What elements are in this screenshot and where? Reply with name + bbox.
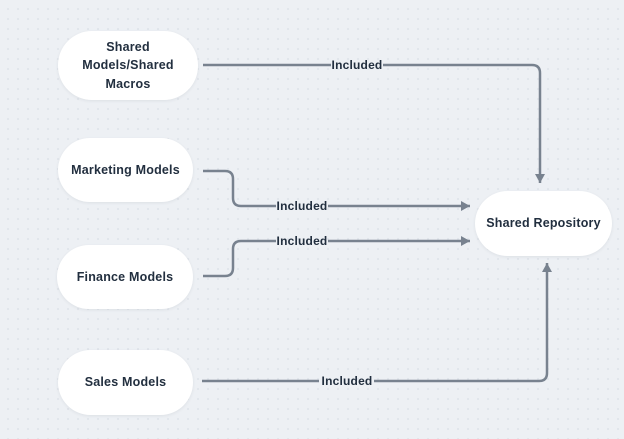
node-label: Shared Models/Shared Macros	[82, 40, 174, 91]
edge-finance-to-repository-segment	[203, 239, 276, 278]
node-shared-repository: Shared Repository	[475, 191, 612, 256]
node-label: Sales Models	[84, 375, 167, 390]
edge-shared-models-to-repository-arrow	[383, 63, 545, 183]
node-sales-models: Sales Models	[58, 350, 193, 415]
node-shared-models-shared-macros: Shared Models/Shared Macros	[58, 31, 198, 100]
edge-label-included-marketing: Included	[276, 199, 328, 213]
node-label: Shared Repository	[486, 216, 601, 231]
edge-label-included-shared-models: Included	[331, 58, 383, 72]
node-finance-models: Finance Models	[57, 245, 193, 309]
node-label: Finance Models	[76, 269, 174, 284]
node-marketing-models: Marketing Models	[58, 138, 193, 202]
node-label: Marketing Models	[71, 162, 180, 177]
edge-label-included-finance: Included	[276, 234, 328, 248]
edge-marketing-to-repository-segment	[203, 169, 276, 208]
edge-sales-to-repository-arrow	[374, 263, 552, 383]
edge-label-included-sales: Included	[321, 374, 373, 388]
